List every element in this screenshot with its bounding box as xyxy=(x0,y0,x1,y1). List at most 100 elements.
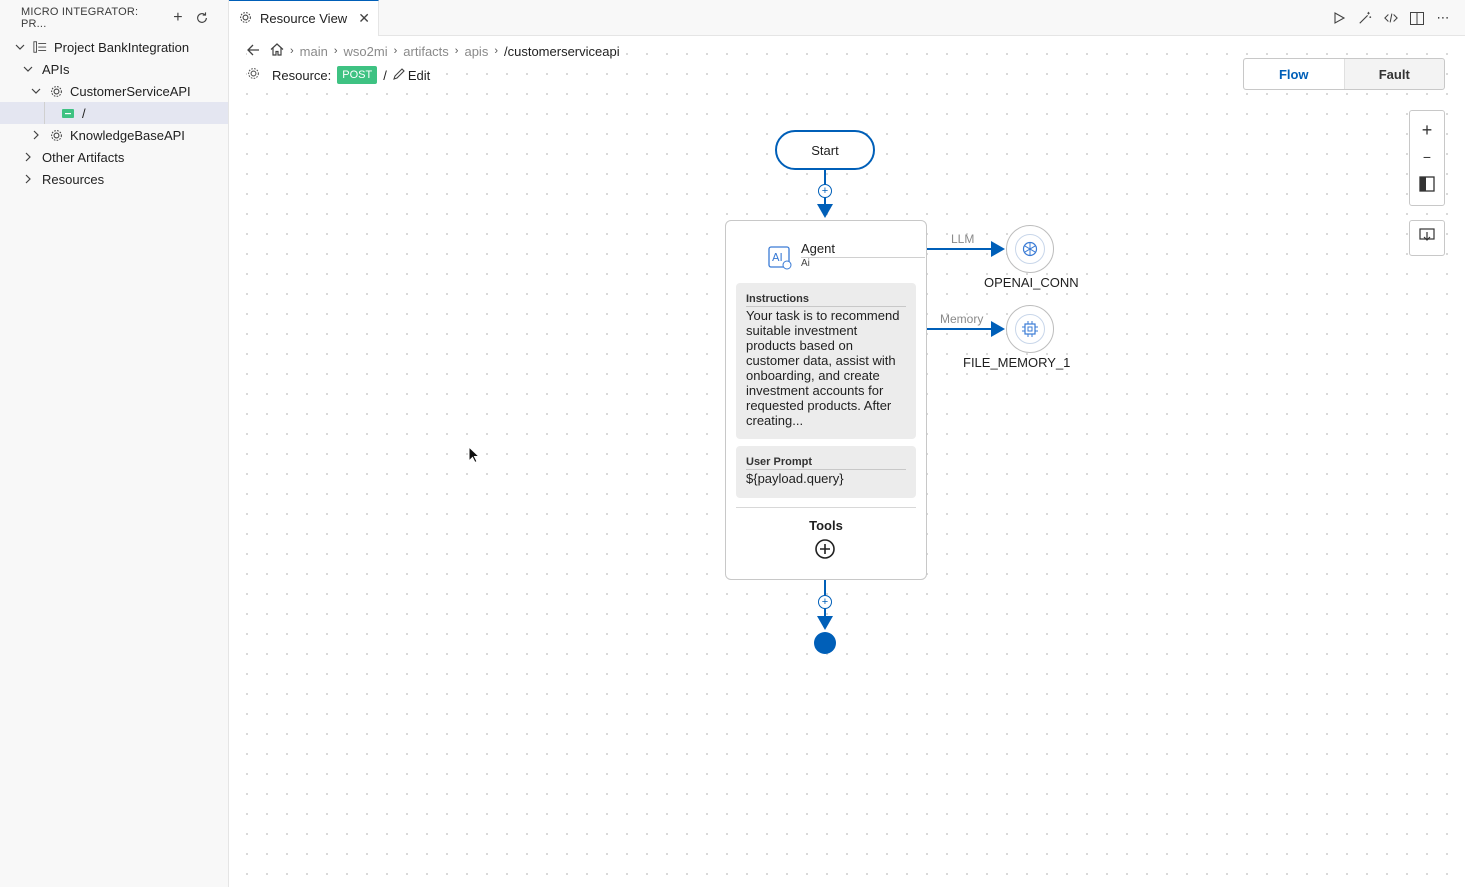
breadcrumb-item[interactable]: artifacts xyxy=(403,43,449,59)
tree-label: APIs xyxy=(42,61,70,77)
download-icon xyxy=(1419,228,1435,248)
editor-tab-bar: Resource View ✕ ⋯ xyxy=(229,0,1465,36)
api-gear-icon xyxy=(48,127,64,143)
magic-wand-icon[interactable] xyxy=(1355,8,1375,28)
llm-node-label: OPENAI_CONN xyxy=(984,275,1079,290)
memory-node[interactable] xyxy=(1006,305,1054,353)
tree-label: Project BankIntegration xyxy=(54,39,190,55)
tree-item-knowledgebaseapi[interactable]: KnowledgeBaseAPI xyxy=(0,124,228,146)
llm-edge-label: LLM xyxy=(951,232,975,246)
tree-item-apis[interactable]: APIs xyxy=(0,58,228,80)
tree-item-project[interactable]: Project BankIntegration xyxy=(0,36,228,58)
code-icon[interactable] xyxy=(1381,8,1401,28)
tools-title: Tools xyxy=(809,518,843,533)
tree-label: / xyxy=(82,105,86,121)
view-toggle: Flow Fault xyxy=(1243,58,1445,90)
chevron-down-icon xyxy=(28,83,44,99)
chevron-right-icon xyxy=(20,171,36,187)
add-node-button[interactable]: + xyxy=(818,595,832,609)
svg-text:AI: AI xyxy=(772,251,783,264)
api-gear-icon xyxy=(48,83,64,99)
zoom-controls: + − xyxy=(1409,110,1445,206)
close-icon[interactable]: ✕ xyxy=(358,10,370,26)
agent-type: Ai xyxy=(801,258,810,269)
post-resource-icon xyxy=(60,105,76,121)
add-icon[interactable]: + xyxy=(173,9,183,26)
zoom-out-button[interactable]: − xyxy=(1422,149,1432,166)
breadcrumb-item[interactable]: wso2mi xyxy=(343,43,388,59)
add-tool-icon[interactable] xyxy=(814,538,836,565)
breadcrumb: › main › wso2mi › artifacts › apis › /cu… xyxy=(247,40,626,62)
agent-node[interactable]: AI Agent Ai Instructions Your task is to… xyxy=(725,220,927,580)
chevron-right-icon xyxy=(28,127,44,143)
chevron-right-icon: › xyxy=(290,45,294,57)
chevron-right-icon: › xyxy=(333,45,338,57)
tree-label: Resources xyxy=(42,171,105,187)
chevron-down-icon xyxy=(12,39,28,55)
api-gear-icon xyxy=(247,67,260,83)
edit-button[interactable]: Edit xyxy=(392,67,431,83)
indent-guide xyxy=(44,102,45,124)
mouse-cursor-icon xyxy=(468,445,481,469)
agent-name: Agent xyxy=(801,241,925,258)
divider xyxy=(736,507,916,508)
fit-view-icon[interactable] xyxy=(1419,176,1435,195)
refresh-icon[interactable] xyxy=(190,6,214,30)
resource-label: Resource: xyxy=(272,67,332,83)
split-editor-icon[interactable] xyxy=(1407,8,1427,28)
editor-actions: ⋯ xyxy=(1329,8,1453,28)
edit-label: Edit xyxy=(407,67,431,83)
instructions-text: Your task is to recommend suitable inves… xyxy=(746,308,900,428)
chevron-right-icon xyxy=(20,149,36,165)
flow-tab[interactable]: Flow xyxy=(1244,59,1345,89)
more-actions-icon[interactable]: ⋯ xyxy=(1436,10,1450,25)
pencil-icon xyxy=(392,67,405,83)
instructions-title: Instructions xyxy=(746,293,906,307)
tab-resource-view[interactable]: Resource View ✕ xyxy=(229,0,379,36)
memory-edge-label: Memory xyxy=(940,312,984,326)
chevron-down-icon xyxy=(20,61,36,77)
method-badge: POST xyxy=(337,66,378,84)
run-icon[interactable] xyxy=(1329,8,1349,28)
tree-item-resource[interactable]: / xyxy=(0,102,228,124)
memory-node-label: FILE_MEMORY_1 xyxy=(963,355,1071,370)
tree-item-other-artifacts[interactable]: Other Artifacts xyxy=(0,146,228,168)
resource-path-separator: / xyxy=(383,67,387,83)
explorer-sidebar: MICRO INTEGRATOR: PR... + Project BankIn… xyxy=(0,0,229,887)
breadcrumb-current: /customerserviceapi xyxy=(504,43,620,59)
home-icon[interactable] xyxy=(270,43,284,59)
tree-label: CustomerServiceAPI xyxy=(70,83,191,99)
sidebar-title: MICRO INTEGRATOR: PR... xyxy=(21,6,139,30)
start-node[interactable]: Start xyxy=(775,130,875,170)
instructions-section[interactable]: Instructions Your task is to recommend s… xyxy=(736,283,916,439)
user-prompt-section[interactable]: User Prompt ${payload.query} xyxy=(736,446,916,498)
sidebar-header: MICRO INTEGRATOR: PR... + xyxy=(0,0,228,36)
diagram-canvas[interactable]: › main › wso2mi › artifacts › apis › /cu… xyxy=(229,36,1465,887)
openai-icon xyxy=(1015,234,1045,264)
resource-header: Resource: POST / Edit xyxy=(247,64,437,86)
llm-connection-node[interactable] xyxy=(1006,225,1054,273)
chevron-right-icon: › xyxy=(454,45,459,57)
api-gear-icon xyxy=(239,11,252,27)
tree-label: KnowledgeBaseAPI xyxy=(70,127,185,143)
tab-label: Resource View xyxy=(260,11,348,26)
breadcrumb-item[interactable]: main xyxy=(299,43,328,59)
download-image-button[interactable] xyxy=(1409,220,1445,256)
user-prompt-title: User Prompt xyxy=(746,456,906,470)
tree-label: Other Artifacts xyxy=(42,149,125,165)
chevron-right-icon: › xyxy=(494,45,498,57)
fault-tab[interactable]: Fault xyxy=(1378,66,1410,82)
add-node-button[interactable]: + xyxy=(818,184,832,198)
back-arrow-icon[interactable] xyxy=(247,44,260,59)
end-node xyxy=(814,632,836,654)
ai-agent-icon: AI xyxy=(768,246,792,275)
chip-icon xyxy=(1015,314,1045,344)
agent-header: Agent Ai xyxy=(801,241,925,269)
tree-item-resources[interactable]: Resources xyxy=(0,168,228,190)
tree-item-customerserviceapi[interactable]: CustomerServiceAPI xyxy=(0,80,228,102)
breadcrumb-item[interactable]: apis xyxy=(464,43,489,59)
project-icon xyxy=(32,39,48,55)
user-prompt-text: ${payload.query} xyxy=(746,471,844,486)
zoom-in-button[interactable]: + xyxy=(1421,119,1433,140)
chevron-right-icon: › xyxy=(393,45,398,57)
